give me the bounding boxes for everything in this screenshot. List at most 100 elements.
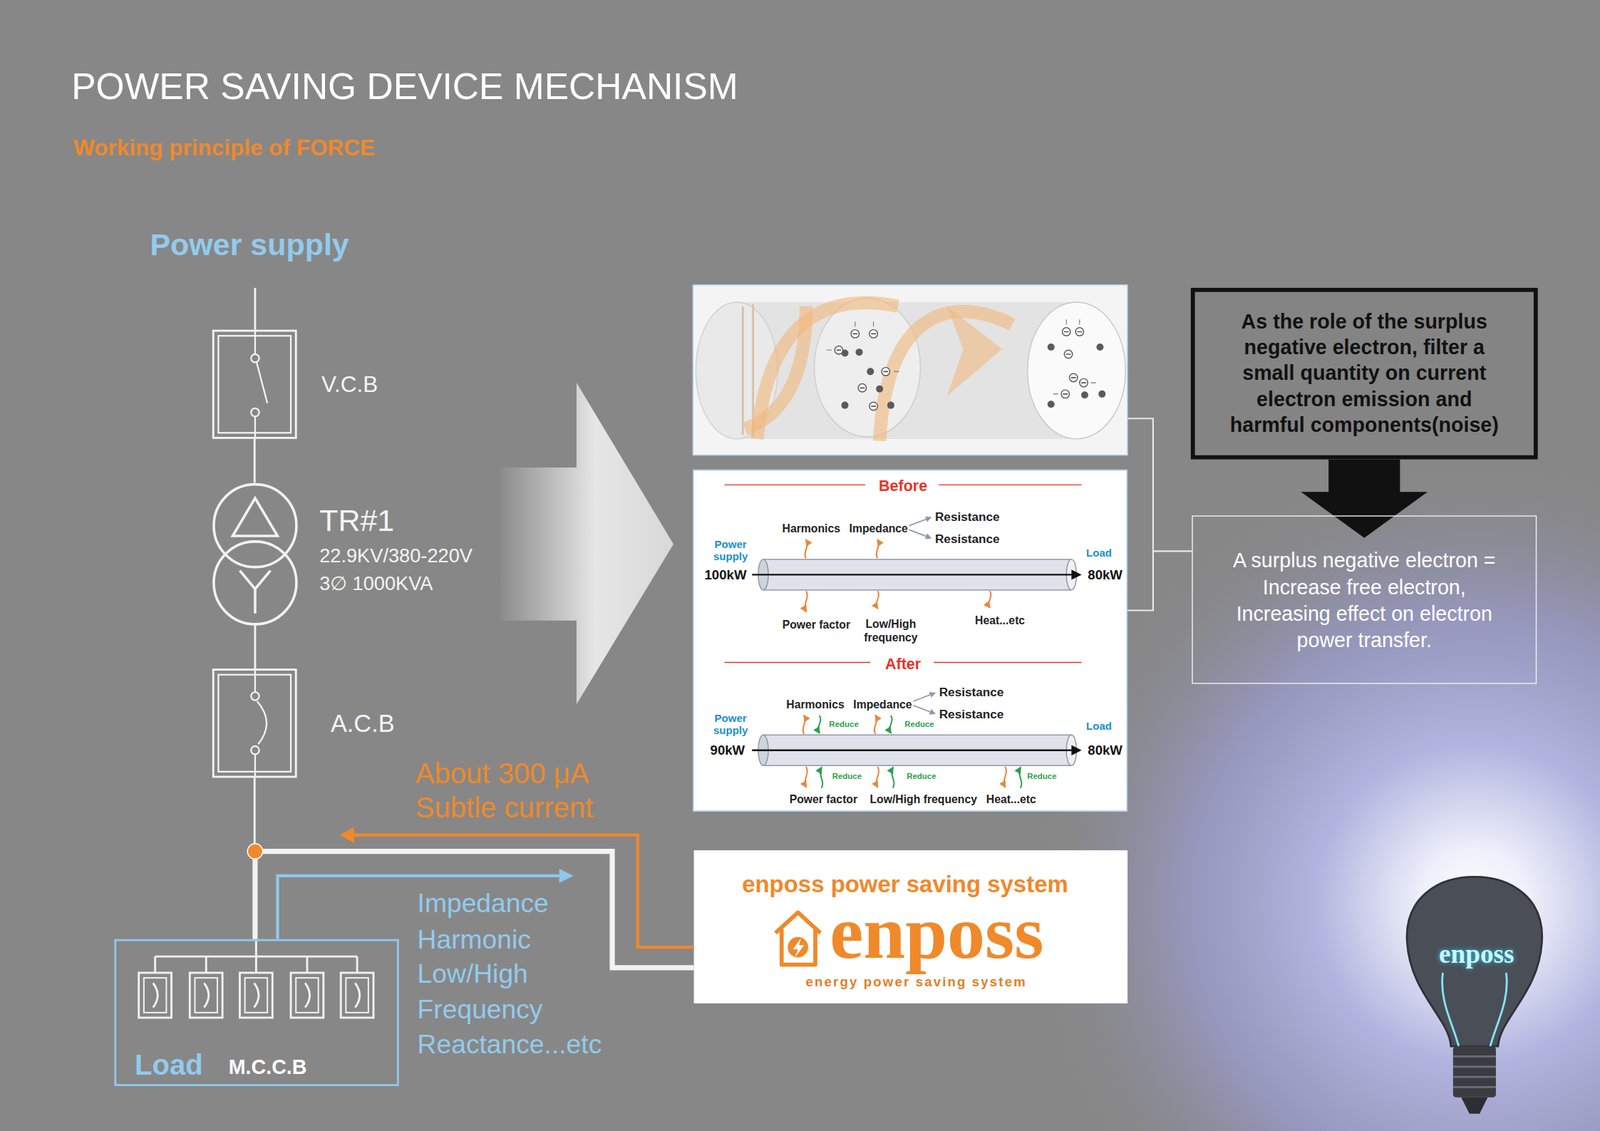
electron-illustration [695, 297, 1126, 442]
source-label: Power supply [149, 226, 349, 264]
mccb-symbols [203, 982, 209, 1008]
bulb-logo-word: enposs [1438, 941, 1515, 968]
before-after-art [692, 469, 1128, 812]
before-after-art [803, 715, 1007, 787]
electron-illustration [881, 367, 890, 376]
before-after-art [874, 715, 877, 735]
vcb-symbol [250, 354, 259, 363]
electron-illustration [1096, 343, 1104, 351]
electron-illustration [1075, 327, 1084, 336]
electron-illustration [1061, 327, 1070, 336]
before-after-art [909, 517, 931, 526]
loss-label: Harmonics [782, 522, 841, 536]
before-after-art [692, 469, 1128, 812]
feeder-line [254, 287, 257, 330]
before-after-art [820, 767, 823, 789]
section-heading: Before [878, 476, 928, 495]
before-after-art [724, 484, 866, 486]
electron-illustration [840, 343, 1106, 410]
electron-illustration [887, 401, 895, 410]
acb-symbol [254, 668, 256, 693]
electron-illustration [1053, 393, 1059, 395]
before-after-art [876, 590, 879, 608]
before-after-art [804, 540, 991, 612]
transformer-symbol-outline [212, 482, 298, 625]
before-after-art [909, 517, 931, 539]
electron-illustration [947, 306, 1003, 397]
vcb-symbol [218, 329, 291, 440]
electron-illustration [834, 346, 843, 355]
mccb-symbols [340, 972, 374, 1018]
before-after-art [818, 715, 1022, 789]
loss-label: Heat...etc [974, 614, 1025, 628]
electron-illustration [1079, 378, 1088, 387]
result-text: A surplus negative electron = Increase f… [1217, 547, 1511, 654]
logo-art [775, 912, 821, 965]
vcb-symbol [256, 362, 268, 403]
reduce-tag: Reduce [832, 771, 862, 782]
load-title: Load [134, 1048, 204, 1083]
before-after-art [912, 693, 935, 702]
logo-tagline: energy power saving system [806, 974, 1027, 990]
connector-line [1127, 550, 1192, 611]
end-label: Load [1086, 719, 1112, 732]
reduce-tag: Reduce [904, 719, 934, 730]
block-arrow [1300, 459, 1428, 539]
page-title: POWER SAVING DEVICE MECHANISM [71, 64, 739, 109]
electron-illustration [1047, 343, 1055, 351]
mccb-symbols [306, 956, 309, 973]
electron-illustration [879, 311, 1013, 442]
end-label: Power supply [708, 538, 754, 564]
mccb-symbols [143, 977, 167, 1013]
electron-illustration [875, 385, 884, 393]
before-after-art [724, 662, 871, 663]
load-feedback-arrow [559, 868, 574, 884]
product-logo-box: enposs power saving systemenpossenergy p… [694, 850, 1128, 1004]
vcb-symbol [250, 408, 259, 417]
logo-art [694, 850, 1128, 1004]
electron-illustration [826, 319, 1097, 395]
capacity-rating: 3∅ 1000KVA [319, 573, 433, 597]
bulb-thread [1453, 1086, 1496, 1089]
loss-label: Heat...etc [986, 792, 1037, 806]
wye-symbol [239, 570, 271, 614]
delta-symbol [232, 498, 278, 536]
power-value: 80kW [1087, 568, 1123, 583]
before-after-art [804, 590, 807, 612]
loss-label: Low/High frequency [860, 617, 922, 644]
before-after-art [751, 573, 1073, 576]
electron-illustration [1069, 373, 1077, 382]
logo-art [694, 850, 1128, 1004]
end-label: Power supply [708, 711, 754, 737]
electron-illustration [858, 384, 866, 392]
subtitle: Working principle of FORCE [73, 134, 375, 162]
bracket [1127, 418, 1154, 551]
mccb-symbols [345, 977, 368, 1013]
before-after-art [751, 749, 1073, 752]
big-arrow [500, 382, 674, 705]
loss-label: Resistance [939, 686, 1005, 701]
loss-label: Low/High frequency [869, 792, 978, 806]
mccb-symbols [138, 939, 374, 1018]
bulb-drawing [1406, 876, 1543, 1114]
electron-illustration [873, 321, 874, 327]
before-after-art [876, 766, 879, 788]
current-note: About 300 μA Subtle current [415, 756, 626, 826]
breaker-box: V.C.B [212, 329, 298, 440]
transformer-symbol: TR#122.9KV/380-220V3∅ 1000KVA [212, 482, 298, 625]
electron-illustration [741, 306, 745, 435]
electron-illustration [854, 321, 856, 327]
electron-illustration [840, 401, 849, 410]
electron-illustration [1079, 319, 1080, 325]
before-after-art [1071, 745, 1082, 756]
winding-circle [213, 541, 297, 625]
before-after-art [1071, 569, 1082, 580]
reduce-tag: Reduce [1026, 771, 1057, 782]
electron-illustration [1047, 400, 1055, 408]
logo-art [792, 937, 804, 958]
before-after-art [909, 529, 931, 538]
electron-illustration [1091, 382, 1097, 384]
bulb-tip [1461, 1097, 1488, 1114]
mccb-symbols [153, 982, 158, 1008]
